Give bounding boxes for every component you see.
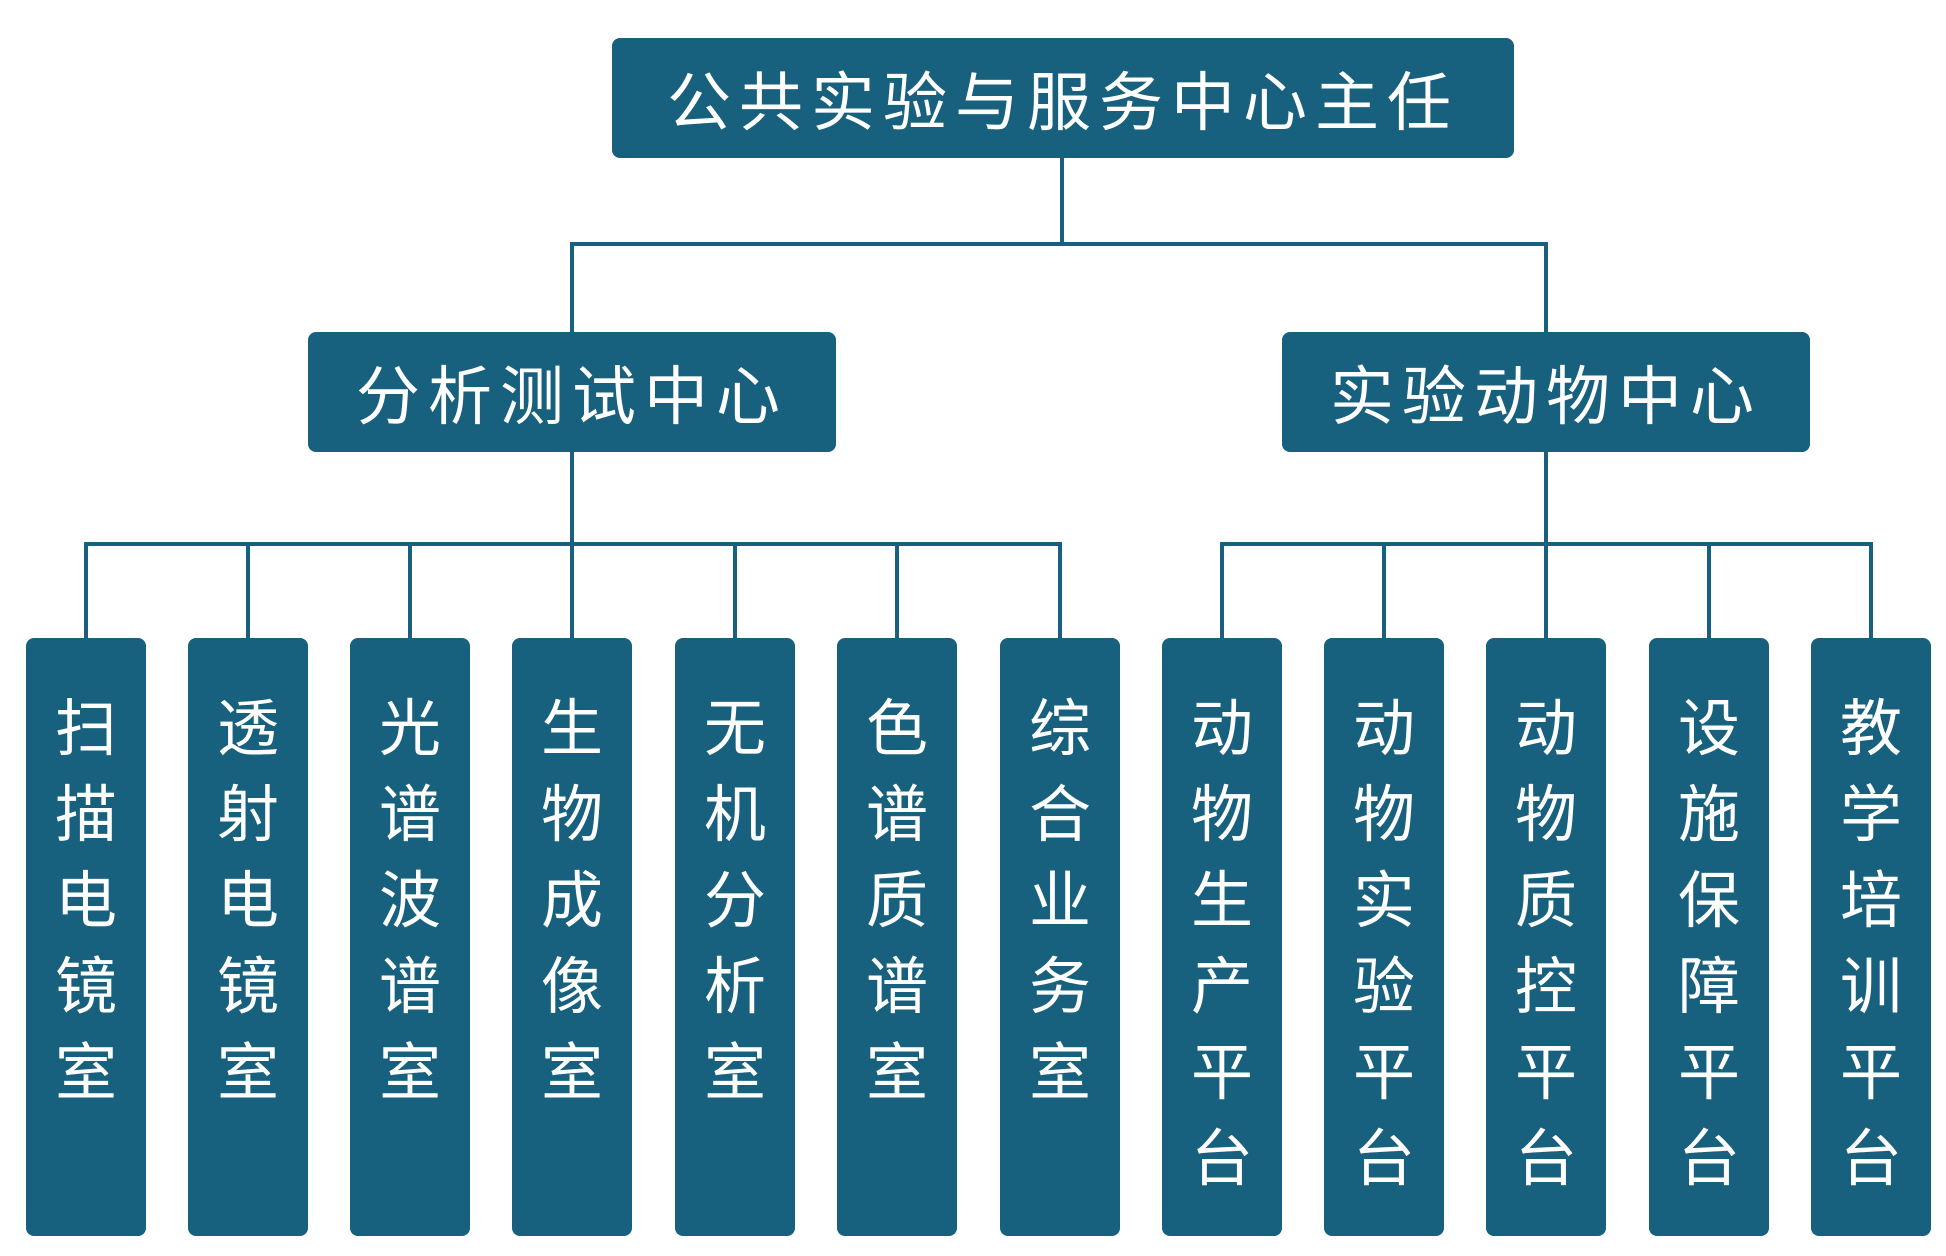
unit-label: 无机分析室 [704,692,767,1109]
dept-box-animal-lab: 实验动物中心 [1282,332,1810,452]
unit-box-animal-production: 动物生产平台 [1162,638,1282,1236]
unit-label: 生物成像室 [541,692,604,1109]
director-label: 公共实验与服务中心主任 [667,67,1459,141]
unit-box-general-affairs: 综合业务室 [1000,638,1120,1236]
unit-label: 综合业务室 [1029,692,1092,1109]
unit-box-inorganic: 无机分析室 [675,638,795,1236]
unit-label: 透射电镜室 [217,692,280,1109]
unit-box-chromatography: 色谱质谱室 [837,638,957,1236]
unit-label: 动物生产平台 [1191,692,1254,1195]
unit-label: 扫描电镜室 [55,692,118,1109]
dept-label: 分析测试中心 [356,361,788,435]
unit-box-animal-qc: 动物质控平台 [1486,638,1606,1236]
unit-box-animal-experiment: 动物实验平台 [1324,638,1444,1236]
unit-label: 光谱波谱室 [379,692,442,1109]
unit-box-facility-support: 设施保障平台 [1649,638,1769,1236]
unit-box-bioimaging: 生物成像室 [512,638,632,1236]
director-box: 公共实验与服务中心主任 [612,38,1514,158]
unit-box-tem: 透射电镜室 [188,638,308,1236]
unit-box-teaching-training: 教学培训平台 [1811,638,1931,1236]
unit-label: 动物质控平台 [1515,692,1578,1195]
dept-label: 实验动物中心 [1330,361,1762,435]
unit-box-spectroscopy: 光谱波谱室 [350,638,470,1236]
unit-label: 色谱质谱室 [866,692,929,1109]
unit-label: 教学培训平台 [1840,692,1903,1195]
unit-label: 设施保障平台 [1678,692,1741,1195]
unit-box-sem: 扫描电镜室 [26,638,146,1236]
unit-label: 动物实验平台 [1353,692,1416,1195]
dept-box-analysis-testing: 分析测试中心 [308,332,836,452]
